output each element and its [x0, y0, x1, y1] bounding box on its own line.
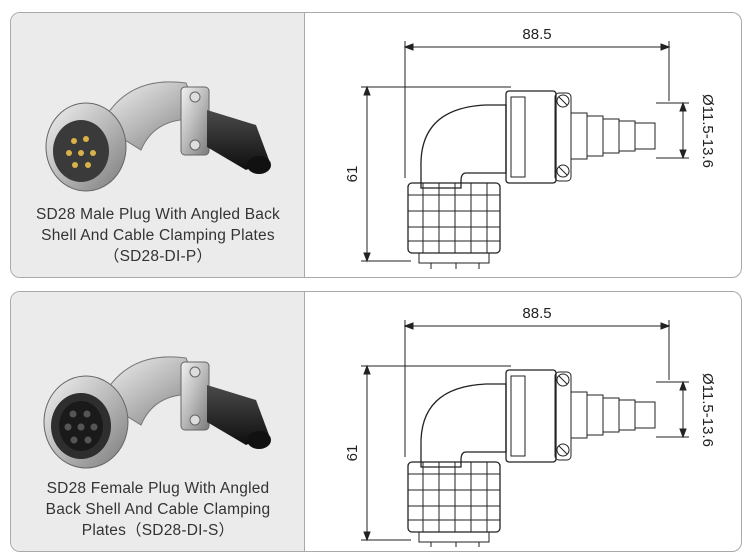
- angled-connector-drawing-icon: 88.5 61 Ø11.5-13.6: [344, 305, 716, 547]
- caption-line: Shell And Cable Clamping Plates: [41, 227, 275, 244]
- product-caption: SD28 Female Plug With Angled Back Shell …: [19, 478, 297, 541]
- caption-line: Plates（SD28-DI-S）: [81, 522, 235, 539]
- dimension-length-label: 88.5: [522, 305, 551, 322]
- dimension-cable-label: Ø11.5-13.6: [699, 94, 716, 168]
- product-card-male: SD28 Male Plug With Angled Back Shell An…: [10, 12, 742, 278]
- product-photo-area: SD28 Female Plug With Angled Back Shell …: [11, 292, 305, 551]
- product-photo-area: SD28 Male Plug With Angled Back Shell An…: [11, 13, 305, 277]
- caption-line: （SD28-DI-P）: [103, 248, 213, 265]
- angled-connector-drawing-icon: 88.5 61 Ø11.5-13.6: [344, 26, 716, 269]
- female-angled-connector-icon: [43, 356, 271, 469]
- caption-line: SD28 Male Plug With Angled Back: [36, 206, 280, 223]
- dimension-cable-label: Ø11.5-13.6: [699, 373, 716, 447]
- product-caption: SD28 Male Plug With Angled Back Shell An…: [19, 204, 297, 267]
- product-card-female: SD28 Female Plug With Angled Back Shell …: [10, 291, 742, 552]
- caption-line: SD28 Female Plug With Angled: [46, 480, 270, 497]
- male-angled-connector-icon: [45, 81, 271, 192]
- dimension-height-label: 61: [344, 445, 361, 462]
- caption-line: Back Shell And Cable Clamping: [45, 501, 271, 518]
- dimension-length-label: 88.5: [522, 26, 551, 43]
- dimension-height-label: 61: [344, 166, 361, 183]
